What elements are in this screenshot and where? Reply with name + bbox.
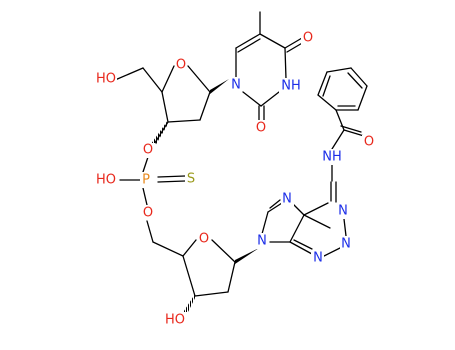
- label-ho-top: HO: [96, 72, 116, 87]
- label-ho-bottom: HO: [165, 313, 185, 328]
- label-o-amide: O: [364, 135, 374, 150]
- label-s: S: [187, 172, 195, 187]
- label-nh-amide: NH: [322, 150, 342, 165]
- hashed-bond: [182, 294, 195, 316]
- label-o-c2: O: [256, 121, 266, 136]
- adenine-ring-bonds: [261, 109, 365, 257]
- label-o-ring1: O: [176, 58, 186, 73]
- label-n9: N: [257, 234, 267, 249]
- upper-sugar-bonds: [114, 65, 211, 147]
- label-o-link1: O: [143, 143, 153, 158]
- label-n3a: N: [341, 237, 351, 252]
- label-nh: NH: [281, 79, 301, 94]
- atom-labels: HO O N O NH O O P S HO O O NH N N N N: [94, 30, 375, 328]
- phenyl-ring-bonds: [317, 67, 368, 111]
- wedge-bond: [235, 248, 259, 264]
- phosphate-bonds: [119, 156, 186, 257]
- label-n7: N: [282, 192, 292, 207]
- lower-sugar-bonds: [182, 239, 236, 297]
- thymine-ring-bonds: [235, 11, 305, 123]
- label-p: P: [142, 173, 150, 188]
- label-o-c4: O: [303, 31, 313, 46]
- label-ho-p: HO: [96, 173, 116, 188]
- hashed-bond: [151, 120, 168, 146]
- label-o-ring2: O: [199, 232, 209, 247]
- label-n1: N: [231, 78, 241, 93]
- wedge-bond: [210, 79, 229, 94]
- label-n1a: N: [338, 204, 348, 219]
- label-o-link2: O: [143, 206, 153, 221]
- label-n-c2a: N: [313, 251, 323, 266]
